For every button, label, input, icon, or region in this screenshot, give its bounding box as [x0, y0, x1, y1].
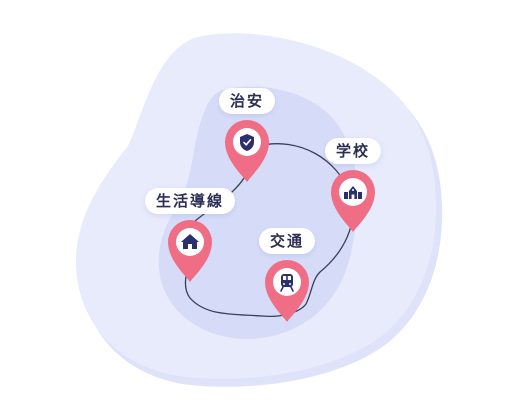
pin-label-school: 学校	[324, 138, 382, 164]
pin-safety[interactable]	[225, 120, 269, 182]
pin-transport[interactable]	[265, 260, 309, 322]
school-building-icon	[344, 186, 362, 199]
pin-label-transport: 交通	[258, 228, 316, 254]
pin-label-daily-life: 生活導線	[144, 188, 236, 214]
pin-school[interactable]	[331, 170, 375, 232]
shield-check-icon	[240, 134, 254, 151]
train-icon	[280, 274, 294, 292]
house-icon	[181, 234, 199, 249]
pin-label-safety: 治安	[218, 88, 276, 114]
pin-daily-life[interactable]	[168, 220, 212, 282]
